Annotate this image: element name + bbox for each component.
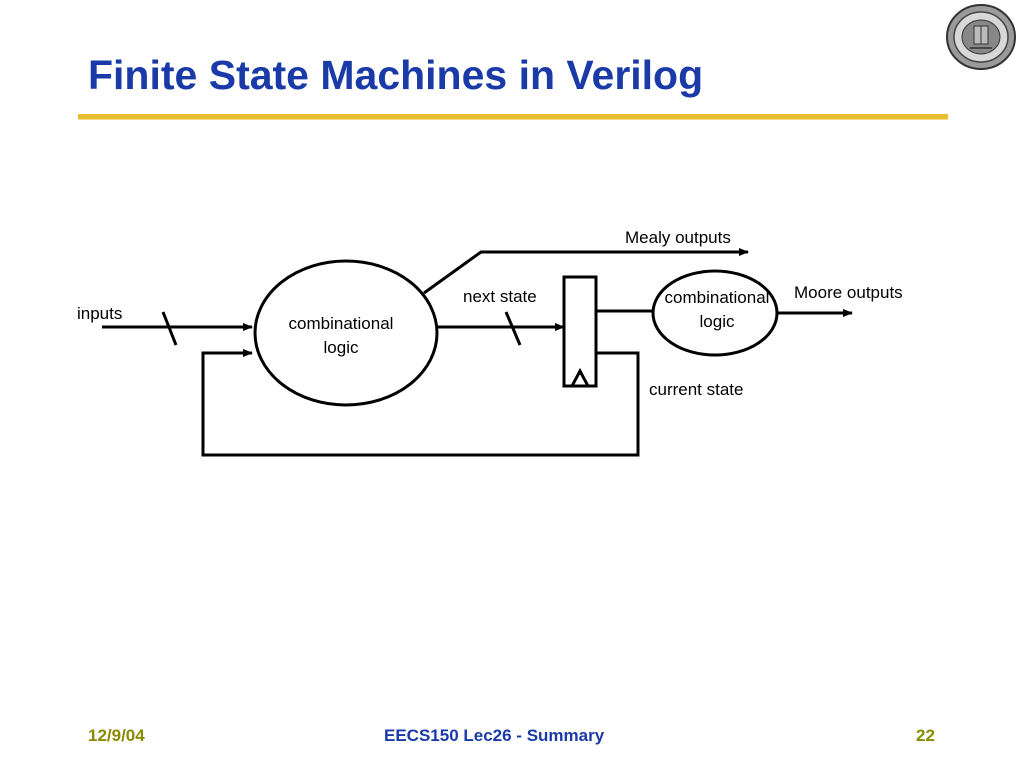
title-divider xyxy=(78,114,948,120)
moore-outputs-label: Moore outputs xyxy=(794,283,903,302)
footer-page-number: 22 xyxy=(916,726,935,745)
footer-course-title: EECS150 Lec26 - Summary xyxy=(384,726,605,745)
output-logic-label-line2: logic xyxy=(700,312,735,331)
output-logic-label-line1: combinational xyxy=(665,288,770,307)
register-clock-icon xyxy=(570,367,590,387)
mealy-outputs-label: Mealy outputs xyxy=(625,228,731,247)
inputs-bus-slash xyxy=(161,311,178,346)
next-state-bus-slash xyxy=(504,311,522,346)
current-state-label: current state xyxy=(649,380,744,399)
inputs-label: inputs xyxy=(77,304,122,323)
combinational-logic-label-line1: combinational xyxy=(289,314,394,333)
current-state-feedback-loop xyxy=(201,349,640,457)
mealy-outputs-arrow xyxy=(423,248,749,295)
slide-title: Finite State Machines in Verilog xyxy=(88,52,704,98)
university-seal-logo xyxy=(946,4,1016,70)
next-state-label: next state xyxy=(463,287,537,306)
combinational-logic-block xyxy=(253,259,439,407)
combinational-logic-label-line2: logic xyxy=(324,338,359,357)
footer-date: 12/9/04 xyxy=(88,726,145,745)
